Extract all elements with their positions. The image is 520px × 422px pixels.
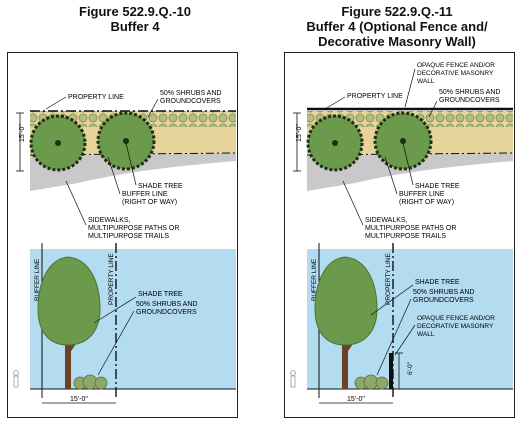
property-line-label: PROPERTY LINE	[347, 93, 403, 100]
shrubs-label: GROUNDCOVERS	[160, 98, 221, 105]
buffer-4-diagram: 15'-0" PROPERTY LINE 50% SHRUBS AND GROU…	[13, 90, 237, 404]
property-line-label: PROPERTY LINE	[68, 94, 124, 101]
pedestrian-icon	[290, 370, 296, 388]
buffer-line-label: (RIGHT OF WAY)	[122, 199, 177, 206]
figure-number: Figure 522.9.Q.-11	[341, 4, 453, 19]
fence-elevation	[389, 353, 393, 389]
sidewalks-label: SIDEWALKS,	[88, 217, 131, 224]
shade-tree-plan	[373, 111, 433, 171]
sidewalks-label: MULTIPURPOSE TRAILS	[365, 233, 446, 240]
pedestrian-icon	[13, 370, 19, 388]
shade-tree-label: SHADE TREE	[138, 183, 183, 190]
property-line-label: PROPERTY LINE	[385, 253, 392, 305]
shade-tree-label: SHADE TREE	[415, 183, 460, 190]
fence-height-label: 6'-0"	[407, 361, 414, 375]
shrubs-label: GROUNDCOVERS	[136, 309, 197, 316]
shrubs-label: GROUNDCOVERS	[439, 97, 500, 104]
buffer-line-label: (RIGHT OF WAY)	[399, 199, 454, 206]
fence-label: OPAQUE FENCE AND/OR	[417, 315, 495, 322]
sidewalks-label: MULTIPURPOSE PATHS OR	[88, 225, 179, 232]
fence-label: DECORATIVE MASONRY	[417, 323, 494, 330]
fence-label: WALL	[417, 331, 435, 338]
shrubs-label: 50% SHRUBS AND	[413, 289, 474, 296]
fence-label: OPAQUE FENCE AND/OR	[417, 62, 495, 69]
shrubs-label: 50% SHRUBS AND	[136, 301, 197, 308]
shade-tree-plan	[29, 114, 87, 172]
figure-title: Figure 522.9.Q.-10 Buffer 4	[50, 4, 220, 34]
sidewalks-label: MULTIPURPOSE PATHS OR	[365, 225, 456, 232]
plan-view: 15'-0" OPAQUE FENCE AND/OR DECORATIVE MA…	[293, 62, 514, 240]
sidewalks-label: SIDEWALKS,	[365, 217, 408, 224]
fence-label: WALL	[417, 78, 435, 85]
sidewalks-label: MULTIPURPOSE TRAILS	[88, 233, 169, 240]
buffer-4-fence-panel: 15'-0" OPAQUE FENCE AND/OR DECORATIVE MA…	[284, 52, 515, 418]
figure-title: Figure 522.9.Q.-11 Buffer 4 (Optional Fe…	[287, 4, 507, 49]
shade-tree-label: SHADE TREE	[415, 279, 460, 286]
shrubs-label: 50% SHRUBS AND	[160, 90, 221, 97]
elevation-view: BUFFER LINE PROPERTY LINE SHADE TREE 50%…	[290, 243, 513, 404]
elevation-view: BUFFER LINE PROPERTY LINE SHADE TREE 50%…	[13, 243, 236, 404]
figure-number: Figure 522.9.Q.-10	[79, 4, 191, 19]
shrubs-label: GROUNDCOVERS	[413, 297, 474, 304]
dimension-label: 15'-0"	[296, 124, 303, 142]
figure-subtitle: Decorative Masonry Wall)	[318, 34, 476, 49]
shade-tree-label: SHADE TREE	[138, 291, 183, 298]
figure-subtitle: Buffer 4 (Optional Fence and/	[306, 19, 488, 34]
dimension-label: 15'-0"	[70, 396, 88, 403]
shade-tree-plan	[306, 114, 364, 172]
buffer-line-label: BUFFER LINE	[399, 191, 445, 198]
buffer-line-label: BUFFER LINE	[122, 191, 168, 198]
buffer-line-label: BUFFER LINE	[34, 258, 41, 301]
shade-tree-elevation	[37, 256, 101, 389]
shade-tree-plan	[96, 111, 156, 171]
fence-label: DECORATIVE MASONRY	[417, 70, 494, 77]
figure-subtitle: Buffer 4	[110, 19, 160, 34]
dimension-label: 15'-0"	[347, 396, 365, 403]
shade-tree-elevation	[314, 256, 378, 389]
buffer-line-label: BUFFER LINE	[311, 258, 318, 301]
shrubs-label: 50% SHRUBS AND	[439, 89, 500, 96]
buffer-4-panel: 15'-0" PROPERTY LINE 50% SHRUBS AND GROU…	[7, 52, 238, 418]
shrubs-elevation	[354, 374, 389, 390]
buffer-4-fence-diagram: 15'-0" OPAQUE FENCE AND/OR DECORATIVE MA…	[290, 62, 514, 404]
plan-view: 15'-0" PROPERTY LINE 50% SHRUBS AND GROU…	[16, 90, 237, 240]
dimension-label: 15'-0"	[19, 124, 26, 142]
property-line-label: PROPERTY LINE	[108, 253, 115, 305]
shrubs-elevation	[73, 374, 108, 390]
